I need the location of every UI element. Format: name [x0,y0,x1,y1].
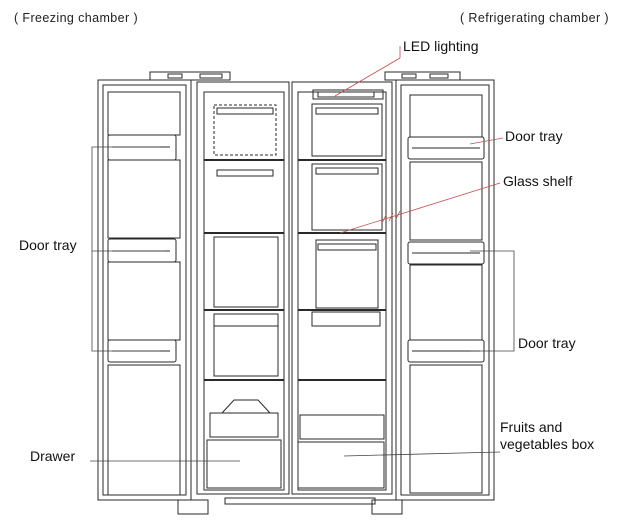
fridge-cabinet [291,81,393,495]
label-door-tray-left: Door tray [19,237,77,253]
feet [177,497,403,515]
label-door-tray-right-bottom: Door tray [518,335,576,351]
left-door [97,79,192,501]
label-fruits-line1: Fruits and [500,419,563,435]
freezing-chamber-header: ( Freezing chamber ) [14,11,139,25]
refrigerating-chamber-header: ( Refrigerating chamber ) [460,11,609,25]
right-door-trays [407,136,485,363]
leader-lines [90,46,515,462]
top-hinges [149,71,461,81]
label-glass-shelf: Glass shelf [503,173,573,189]
label-fruits-line2: vegetables box [500,436,595,452]
label-drawer: Drawer [30,448,76,464]
label-door-tray-right-top: Door tray [505,128,563,144]
label-led-lighting: LED lighting [403,38,479,54]
freezer-cabinet [196,81,290,495]
right-door [395,79,495,501]
left-door-trays [107,134,177,363]
